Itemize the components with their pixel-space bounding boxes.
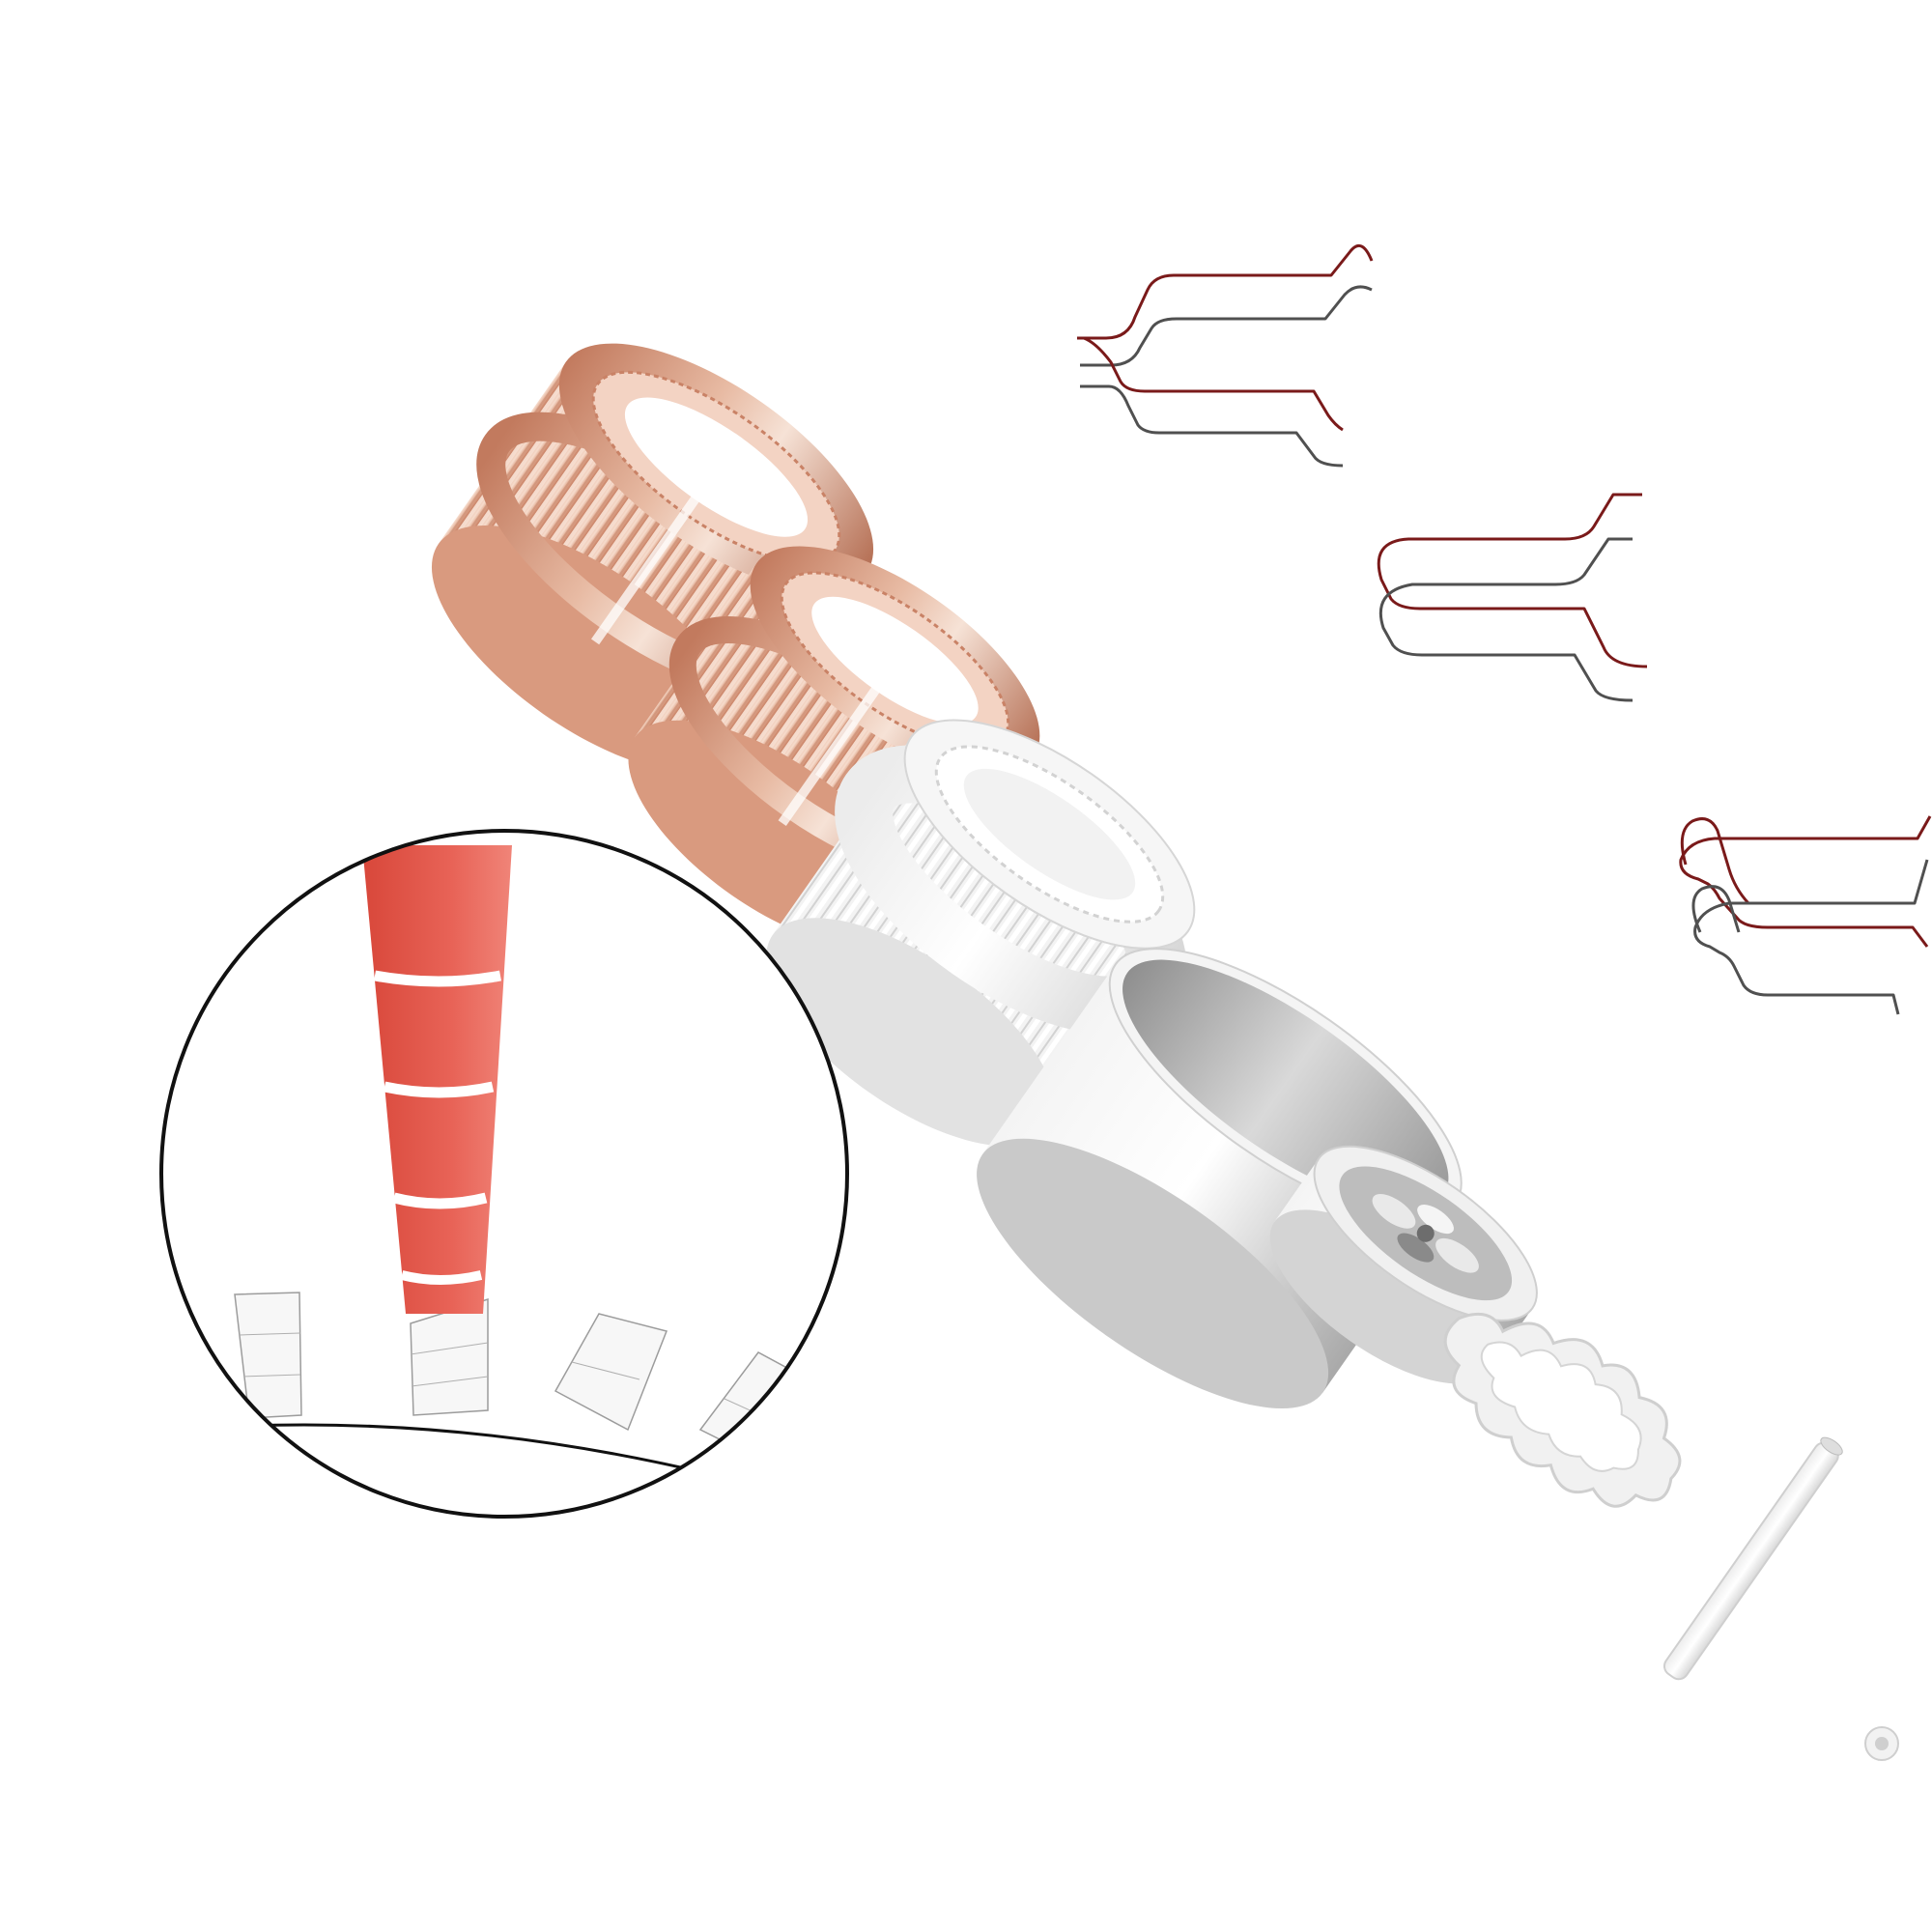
slot-block: [827, 1409, 847, 1517]
hairpin-wire-gray: [1080, 285, 1373, 367]
nut: [1864, 1726, 1899, 1761]
hairpin-wire-red: [1679, 815, 1932, 948]
hairpin-wire-red: [1077, 243, 1374, 340]
welding-detail-inset: [97, 829, 889, 1932]
hairpin-wire-gray: [1691, 885, 1741, 933]
welding-nozzle: [362, 845, 512, 1314]
hairpin-wire-gray: [1693, 859, 1929, 1015]
shaft: [1662, 1436, 1843, 1681]
end-ring: [1443, 1312, 1682, 1508]
hairpin-wire-red: [1083, 336, 1344, 432]
core-lamination-lines: [174, 1517, 763, 1932]
slot-block: [161, 1308, 171, 1413]
inset-border: [159, 829, 849, 1519]
hairpin-wire-gray: [1080, 384, 1344, 468]
hairpin-group-1: [1077, 243, 1374, 468]
hairpin-wire-red: [1680, 817, 1750, 905]
hairpin-wire-gray: [1378, 537, 1634, 702]
slot-block: [554, 1313, 668, 1432]
hairpin-group-3: [1679, 815, 1932, 1015]
stator-core-section: [97, 1519, 889, 1932]
hairpin-group-2: [1377, 493, 1648, 702]
slot-block: [234, 1292, 302, 1419]
hairpin-wire-red: [1377, 493, 1648, 668]
